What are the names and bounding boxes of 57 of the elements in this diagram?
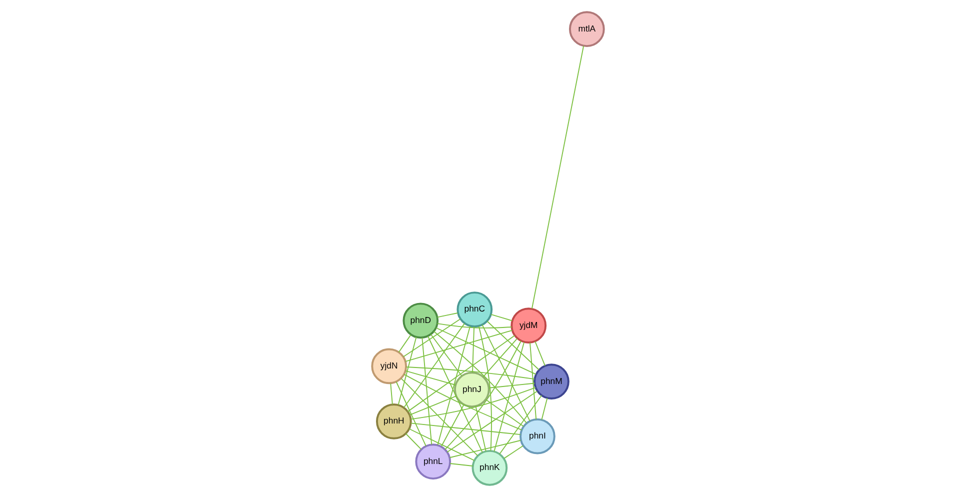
connector xyxy=(474,406,486,452)
connector xyxy=(432,330,527,424)
connector xyxy=(397,336,416,406)
node-circle: phnH xyxy=(375,403,412,440)
connector xyxy=(530,45,584,310)
node-circle: yjdM xyxy=(510,308,546,344)
connector xyxy=(493,342,524,452)
node-circle: phnM xyxy=(533,364,569,400)
connector xyxy=(408,396,456,416)
connector xyxy=(540,398,548,420)
connector xyxy=(488,382,535,388)
connector xyxy=(486,320,539,370)
node-circle: phnK xyxy=(471,450,508,486)
connector xyxy=(446,390,538,453)
connector xyxy=(398,334,411,353)
connector xyxy=(498,394,542,454)
connector xyxy=(449,463,473,466)
connector xyxy=(406,335,515,412)
connector xyxy=(421,337,432,446)
connector xyxy=(410,387,536,420)
connector xyxy=(440,404,464,447)
connector xyxy=(448,440,521,458)
connector xyxy=(436,326,470,446)
connector xyxy=(472,326,474,374)
node-circle: phnJ xyxy=(454,372,490,408)
connector xyxy=(503,445,524,459)
connector xyxy=(410,422,520,436)
connector xyxy=(435,327,536,375)
connector xyxy=(490,314,512,322)
connector xyxy=(390,382,392,405)
connector xyxy=(484,399,524,427)
connector xyxy=(430,334,462,376)
connector xyxy=(534,341,546,366)
connector xyxy=(404,330,512,362)
connector xyxy=(436,312,458,318)
node-circle: phnD xyxy=(402,302,438,339)
node-circle: phnC xyxy=(456,292,492,328)
node-circle: yjdN xyxy=(370,348,407,384)
connector xyxy=(408,428,474,461)
connector xyxy=(405,366,534,380)
connector xyxy=(402,318,460,358)
connector xyxy=(402,322,465,408)
node-circle: phnL xyxy=(414,444,451,480)
connector xyxy=(404,370,456,386)
connector xyxy=(395,381,426,447)
connector xyxy=(436,323,512,328)
connector xyxy=(481,324,530,422)
connector xyxy=(444,340,522,450)
connector xyxy=(478,326,492,452)
node-circle: phnI xyxy=(519,418,555,454)
connector xyxy=(400,378,478,456)
connector xyxy=(403,374,522,430)
connector xyxy=(529,342,536,420)
node-circle: mtlA xyxy=(568,11,604,48)
connector xyxy=(426,336,482,453)
connector xyxy=(482,338,518,378)
connector xyxy=(404,433,422,450)
